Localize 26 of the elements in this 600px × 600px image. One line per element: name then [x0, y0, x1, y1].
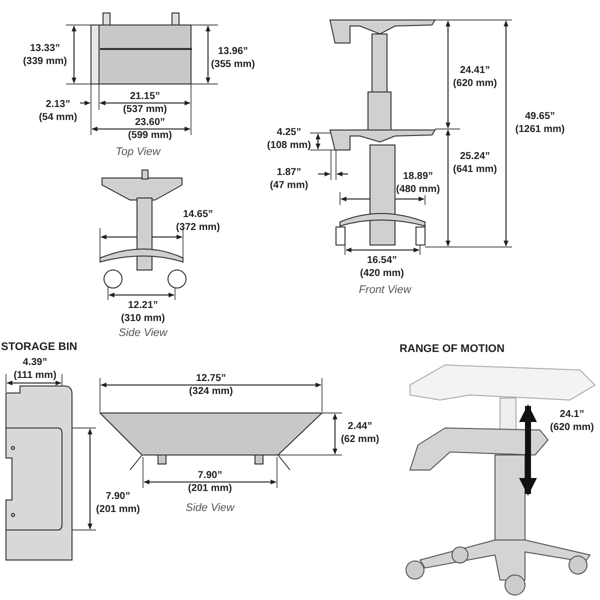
- dimension-label: 25.24” (641 mm): [453, 150, 497, 176]
- dimension-label: 1.87” (47 mm): [270, 166, 308, 192]
- dimension-label: 7.90” (201 mm): [96, 490, 140, 516]
- dimension-label: 24.1” (620 mm): [550, 408, 594, 434]
- dimension-label: 2.44” (62 mm): [340, 420, 380, 446]
- section-heading: RANGE OF MOTION: [399, 343, 505, 355]
- dimension-label: 16.54” (420 mm): [360, 254, 404, 280]
- dimension-label: 13.96” (355 mm): [211, 45, 255, 71]
- view-caption: Side View: [118, 327, 168, 339]
- view-caption: Front View: [358, 284, 412, 296]
- dimension-label: 23.60” (599 mm): [128, 116, 172, 142]
- dimension-label: 7.90” (201 mm): [188, 469, 232, 495]
- dimension-label: 49.65” (1261 mm): [515, 110, 565, 136]
- dimension-label: 24.41” (620 mm): [453, 64, 497, 90]
- dimension-label: 4.25” (108 mm): [267, 126, 311, 152]
- dimension-label: 2.13” (54 mm): [38, 98, 78, 124]
- dimension-label: 12.75” (324 mm): [189, 372, 233, 398]
- section-heading: STORAGE BIN: [1, 341, 78, 353]
- dimension-label: 4.39” (111 mm): [14, 356, 56, 382]
- dimension-label: 18.89” (480 mm): [396, 170, 440, 196]
- view-caption: Side View: [186, 502, 234, 514]
- dimension-label: 14.65” (372 mm): [176, 208, 220, 234]
- dimension-label: 13.33” (339 mm): [23, 42, 67, 68]
- view-caption: Top View: [116, 146, 160, 158]
- dimension-label: 21.15” (537 mm): [123, 90, 167, 116]
- dimension-label: 12.21” (310 mm): [121, 299, 165, 325]
